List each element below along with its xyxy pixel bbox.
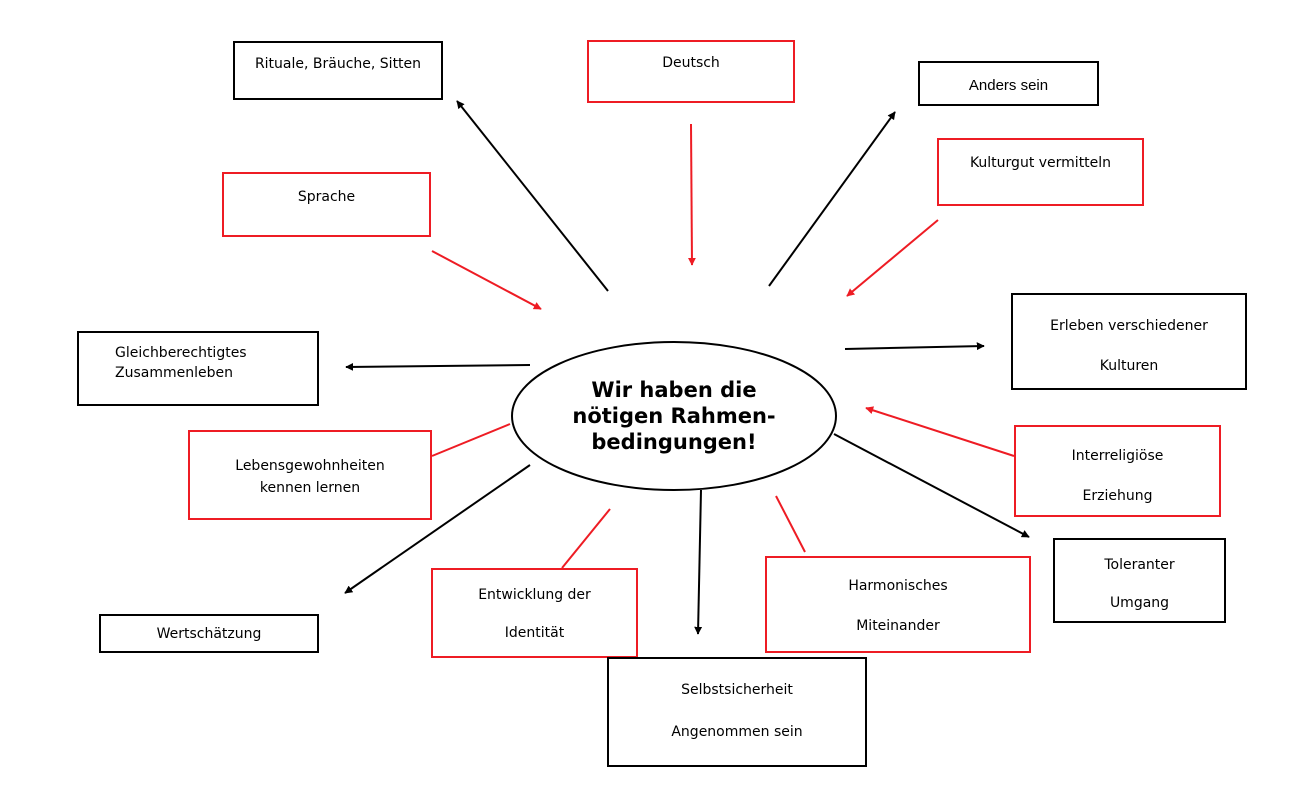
box-label: Erziehung [1082,488,1153,504]
arrow-to-gleichberechtigtes [345,362,531,371]
box-label: Anders sein [968,77,1049,94]
box-label: Sprache [297,189,356,205]
box-label: Kulturgut vermitteln [969,155,1112,171]
box-label: Toleranter [1104,557,1175,573]
arrow-to-wertschaetzung [344,464,531,594]
arrow-from-interreligiose [865,406,1015,457]
center-line: nötigen Rahmen- [572,403,776,428]
connector-harmonisch [775,495,806,553]
center-statement: Wir haben die nötigen Rahmen- bedingunge… [512,342,836,490]
box-label: Miteinander [856,618,940,634]
box-kulturgut: Kulturgut vermitteln [937,138,1144,206]
box-label: Angenommen sein [671,724,803,740]
arrow-from-kulturgut [846,219,939,297]
box-harmonisch: Harmonisches Miteinander [765,556,1031,653]
connector-lebensgewohnheiten [431,423,511,457]
arrow-from-sprache [431,250,542,310]
box-rituale: Rituale, Bräuche, Sitten [233,41,443,100]
arrow-to-selbstsicherheit [694,489,703,635]
box-sprache: Sprache [222,172,431,237]
arrow-from-deutsch [687,123,696,266]
box-label: Wertschätzung [156,626,262,642]
box-erleben: Erleben verschiedener Kulturen [1011,293,1247,390]
box-interreligiose: Interreligiöse Erziehung [1014,425,1221,517]
box-wertschaetzung: Wertschätzung [99,614,319,653]
box-entwicklung: Entwicklung der Identität [431,568,638,658]
box-deutsch: Deutsch [587,40,795,103]
box-label: Zusammenleben [115,365,233,381]
box-label: Lebensgewohnheiten [235,458,385,474]
box-label: Erleben verschiedener [1050,318,1208,334]
arrow-to-anders-sein [768,111,896,287]
arrow-to-rituale [456,100,609,292]
box-selbstsicherheit: Selbstsicherheit Angenommen sein [607,657,867,767]
box-gleichberechtigtes: Gleichberechtigtes Zusammenleben [77,331,319,406]
box-label: Interreligiöse [1071,448,1164,464]
box-label: kennen lernen [259,480,361,496]
box-label: Rituale, Bräuche, Sitten [254,56,422,72]
arrow-to-erleben [844,342,985,351]
box-anders-sein: Anders sein [918,61,1099,106]
box-label: Harmonisches [848,578,948,594]
center-line: bedingungen! [591,430,757,455]
box-label: Gleichberechtigtes [115,345,247,361]
box-toleranter: Toleranter Umgang [1053,538,1226,623]
box-label: Umgang [1109,595,1170,611]
connector-entwicklung [561,508,611,569]
box-lebensgewohnheiten: Lebensgewohnheiten kennen lernen [188,430,432,520]
box-label: Selbstsicherheit [681,682,793,698]
box-label: Entwicklung der [478,587,591,603]
box-label: Deutsch [662,55,720,71]
center-line: Wir haben die [591,377,757,402]
box-label: Kulturen [1099,358,1159,374]
center-ellipse [511,341,837,491]
box-label: Identität [504,625,565,641]
arrow-to-toleranter [833,433,1030,538]
